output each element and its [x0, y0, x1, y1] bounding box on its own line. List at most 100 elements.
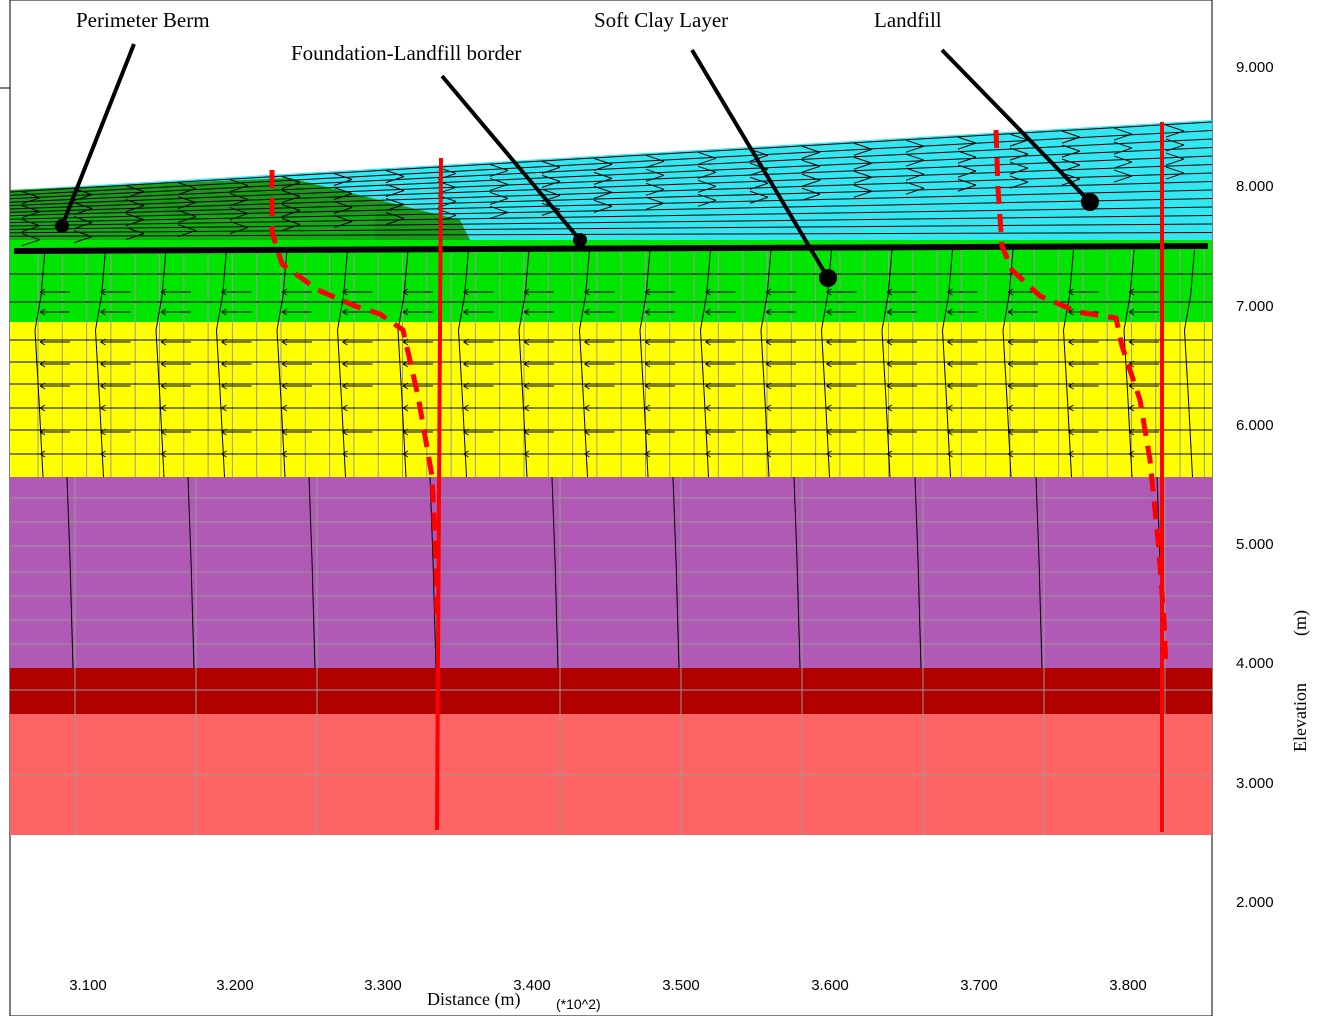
arrow-head	[160, 428, 167, 436]
deformed-mesh-line	[155, 249, 167, 478]
arrow-head	[584, 428, 590, 436]
y-tick-label: 4.000	[1236, 655, 1274, 672]
landfill-vector	[125, 213, 145, 227]
arrow-head	[886, 360, 893, 368]
deformed-mesh-line	[578, 249, 590, 478]
arrow-head	[644, 382, 651, 390]
arrow-head	[523, 450, 530, 458]
arrow-head	[886, 288, 893, 296]
arrow-head	[160, 338, 167, 346]
arrow-head	[886, 382, 893, 390]
arrow-head	[402, 450, 409, 458]
x-tick-label: 3.400	[513, 977, 551, 994]
soft-clay-layer	[10, 240, 1212, 322]
deformed-mesh-line	[457, 249, 469, 478]
label-perimeter-berm: Perimeter Berm	[76, 8, 210, 32]
lower-deformed-line	[551, 476, 559, 669]
landfill-stratum-line	[9, 215, 1213, 230]
arrow-head	[463, 382, 469, 390]
arrow-head	[1007, 308, 1014, 316]
landfill-vector	[177, 210, 197, 224]
landfill-vector	[333, 173, 353, 186]
arrow-head	[584, 360, 590, 368]
landfill-vector	[593, 185, 613, 199]
deformed-mesh-line	[215, 249, 227, 478]
foundation-landfill-border-line	[13, 243, 1209, 254]
landfill-vector	[697, 151, 717, 165]
arrow-head	[100, 308, 106, 316]
arrow-head	[160, 404, 167, 412]
arrow-head	[947, 450, 953, 458]
arrow-head	[644, 288, 651, 296]
label-soft-clay: Soft Clay Layer	[594, 8, 728, 32]
landfill-vector	[229, 179, 249, 193]
landfill-vector	[645, 182, 665, 196]
landfill-vector	[905, 181, 925, 195]
arrow-head	[765, 308, 772, 316]
deformed-mesh-line	[941, 249, 953, 478]
pointer-berm	[60, 43, 136, 227]
arrow-head	[39, 360, 46, 368]
landfill-vector	[229, 193, 249, 207]
arrow-head	[1068, 288, 1074, 296]
arrow-head	[765, 338, 772, 346]
arrow-head	[160, 288, 167, 296]
arrow-head	[1007, 360, 1014, 368]
arrow-head	[463, 288, 469, 296]
arrow-head	[705, 338, 711, 346]
landfill-vector	[697, 165, 717, 179]
arrow-head	[826, 404, 832, 412]
landfill-vector	[593, 199, 613, 213]
arrow-head	[826, 338, 832, 346]
arrow-head	[523, 338, 530, 346]
arrow-head	[402, 360, 409, 368]
arrow-head	[644, 428, 651, 436]
arrow-head	[886, 308, 893, 316]
mesh-grid	[10, 250, 1212, 835]
arrow-head	[523, 288, 530, 296]
arrow-head	[1128, 428, 1135, 436]
y-axis-unit: (m)	[1290, 610, 1311, 636]
arrow-head	[100, 404, 106, 412]
arrow-head	[705, 360, 711, 368]
landfill-vector	[541, 160, 561, 174]
landfill-vector	[853, 156, 873, 170]
arrow-head	[342, 360, 348, 368]
landfill-vector	[801, 145, 821, 159]
arrow-head	[584, 288, 590, 296]
landfill-vector	[957, 136, 977, 150]
landfill-vector	[385, 183, 405, 197]
landfill-stratum-line	[9, 223, 1213, 234]
deformed-mesh-line	[760, 249, 772, 478]
arrow-head	[221, 360, 227, 368]
landfill-vector	[645, 168, 665, 182]
landfill-vector	[1009, 175, 1029, 189]
arrow-head	[100, 382, 106, 390]
arrow-head	[1128, 288, 1135, 296]
arrow-head	[281, 382, 288, 390]
arrow-head	[947, 428, 953, 436]
arrow-head	[523, 428, 530, 436]
arrow-head	[281, 288, 288, 296]
arrow-head	[584, 308, 590, 316]
arrow-head	[584, 450, 590, 458]
arrow-head	[281, 338, 288, 346]
arrow-head	[886, 338, 893, 346]
arrow-head	[644, 338, 651, 346]
arrow-head	[765, 288, 772, 296]
deformed-mesh-line	[1183, 249, 1195, 478]
lower-deformed-line	[672, 476, 680, 669]
landfill-stratum-line	[9, 189, 1213, 220]
landfill-vector	[21, 191, 41, 205]
arrow-head	[523, 308, 530, 316]
landfill-vector	[697, 179, 717, 193]
arrow-head	[342, 338, 348, 346]
displacement-vectors	[9, 121, 1213, 669]
inclinometer-deformed-right	[993, 129, 1169, 669]
arrow-head	[584, 404, 590, 412]
deformed-mesh-line	[518, 249, 530, 478]
landfill-vector	[1165, 138, 1185, 152]
arrow-head	[160, 308, 167, 316]
deformed-mesh-line	[1123, 249, 1135, 478]
